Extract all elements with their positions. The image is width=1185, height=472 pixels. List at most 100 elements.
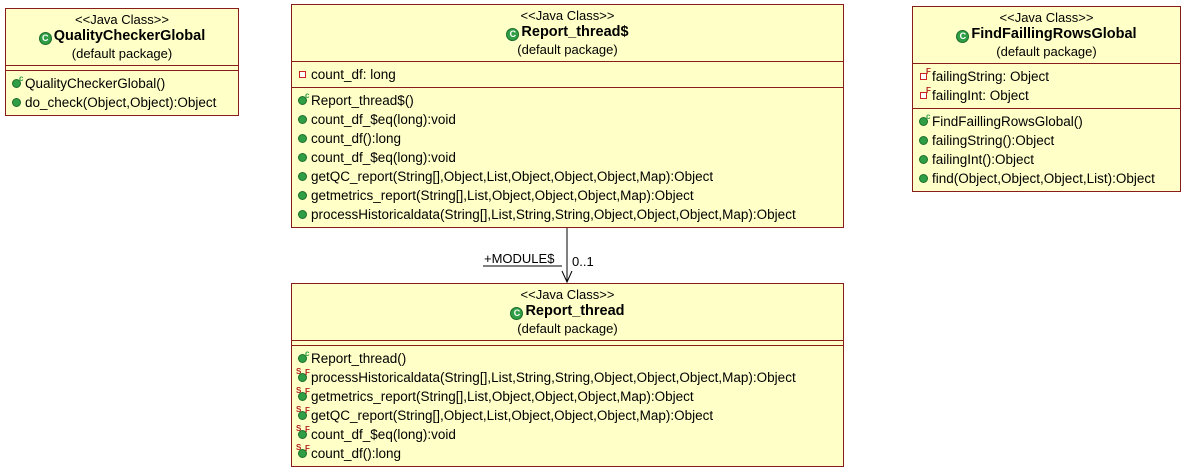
- static-final-method-icon: [298, 373, 307, 382]
- member-row[interactable]: failingInt():Object: [917, 150, 1180, 169]
- member-row[interactable]: failingString():Object: [917, 131, 1180, 150]
- public-method-icon: [919, 174, 928, 183]
- constructor-marker: c: [305, 349, 310, 358]
- member-row[interactable]: getQC_report(String[],Object,List,Object…: [296, 167, 843, 186]
- member-label: failingInt: Object: [932, 88, 1029, 103]
- static-final-method-icon: [298, 449, 307, 458]
- final-marker: F: [305, 444, 310, 453]
- member-label: processHistoricaldata(String[],List,Stri…: [311, 207, 796, 222]
- private-field-icon: [299, 71, 306, 78]
- final-field-icon: [920, 73, 927, 80]
- constructor-marker: c: [19, 74, 24, 83]
- static-final-method-icon: [298, 411, 307, 420]
- package-label: (default package): [996, 44, 1097, 59]
- class-name: QualityCheckerGlobal: [53, 28, 206, 44]
- constructor-marker: c: [926, 112, 931, 121]
- member-label: getmetrics_report(String[],List,Object,O…: [311, 188, 694, 203]
- class-icon: C: [506, 28, 520, 41]
- member-label: QualityCheckerGlobal(): [25, 76, 166, 91]
- member-label: FindFaillingRowsGlobal(): [932, 114, 1083, 129]
- member-row[interactable]: count_df: long: [296, 65, 843, 84]
- member-label: processHistoricaldata(String[],List,Stri…: [311, 370, 796, 385]
- member-row[interactable]: do_check(Object,Object):Object: [10, 93, 238, 112]
- member-label: getQC_report(String[],Object,List,Object…: [311, 408, 714, 423]
- attributes-section: [6, 65, 238, 70]
- stereotype-label: <<Java Class>>: [520, 287, 615, 302]
- constructor-icon: [298, 96, 307, 105]
- member-label: failingInt():Object: [932, 152, 1035, 167]
- static-final-method-icon: [298, 392, 307, 401]
- static-marker: S: [296, 386, 302, 395]
- public-method-icon: [919, 136, 928, 145]
- attributes-section: count_df: long: [292, 61, 843, 87]
- public-method-icon: [298, 115, 307, 124]
- public-method-icon: [298, 210, 307, 219]
- member-row[interactable]: getmetrics_report(String[],List,Object,O…: [296, 186, 843, 205]
- static-marker: S: [296, 443, 302, 452]
- member-label: count_df_$eq(long):void: [311, 150, 456, 165]
- static-marker: S: [296, 424, 302, 433]
- static-final-method-icon: [298, 430, 307, 439]
- public-method-icon: [12, 98, 21, 107]
- public-method-icon: [298, 172, 307, 181]
- static-marker: S: [296, 405, 302, 414]
- final-marker: F: [305, 387, 310, 396]
- member-row[interactable]: count_df():long: [296, 129, 843, 148]
- final-field-icon: [920, 92, 927, 99]
- member-label: count_df():long: [311, 446, 402, 461]
- attributes-section: [292, 340, 843, 345]
- member-label: count_df_$eq(long):void: [311, 427, 456, 442]
- member-label: do_check(Object,Object):Object: [25, 95, 217, 110]
- class-icon: C: [956, 30, 970, 43]
- member-label: count_df: long: [311, 67, 396, 82]
- association-role-label: +MODULE$: [484, 251, 555, 266]
- member-label: Report_thread$(): [311, 93, 414, 108]
- class-name: Report_thread$: [521, 24, 629, 40]
- member-row[interactable]: count_df_$eq(long):void: [296, 110, 843, 129]
- member-row[interactable]: count_df_$eq(long):void: [296, 148, 843, 167]
- member-label: failingString: Object: [932, 69, 1050, 84]
- constructor-icon: [298, 354, 307, 363]
- static-marker: S: [296, 367, 302, 376]
- stereotype-label: <<Java Class>>: [75, 12, 169, 27]
- package-label: (default package): [71, 46, 173, 61]
- final-marker: F: [305, 368, 310, 377]
- final-marker: F: [305, 425, 310, 434]
- constructor-icon: [12, 79, 21, 88]
- member-label: Report_thread(): [311, 351, 407, 366]
- package-label: (default package): [517, 42, 618, 57]
- member-row[interactable]: processHistoricaldata(String[],List,Stri…: [296, 205, 843, 224]
- public-method-icon: [298, 153, 307, 162]
- member-row[interactable]: find(Object,Object,Object,List):Object: [917, 169, 1180, 188]
- constructor-icon: [919, 117, 928, 126]
- public-method-icon: [298, 191, 307, 200]
- member-label: find(Object,Object,Object,List):Object: [932, 171, 1155, 186]
- member-label: count_df_$eq(long):void: [311, 112, 456, 127]
- public-method-icon: [298, 134, 307, 143]
- member-label: failingString():Object: [932, 133, 1055, 148]
